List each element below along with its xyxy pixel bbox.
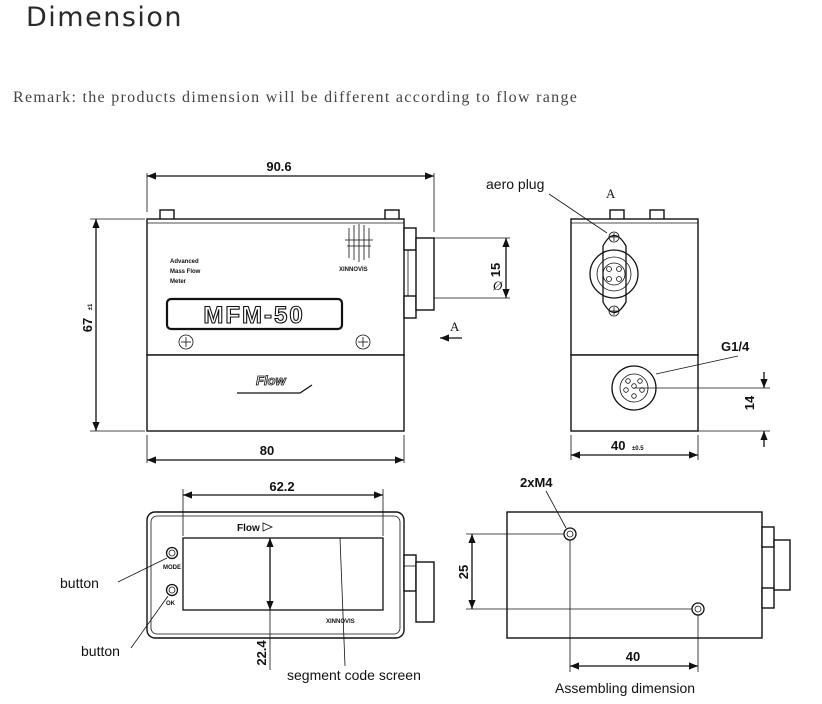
dim-front-top: 90.6 (266, 159, 291, 174)
dim-screen-width: 62.2 (269, 479, 294, 494)
thread-label: G1/4 (721, 339, 750, 354)
flow-label: Flow (256, 373, 286, 388)
mode-button[interactable] (165, 546, 179, 560)
side-lower-body (570, 354, 699, 432)
screw-right-icon (355, 334, 371, 350)
top-view: Flow MODE OK XINNOVIS 62.2 22.4 button b… (60, 479, 435, 683)
screw-left-icon (178, 334, 194, 350)
dim-diameter: 15 (488, 263, 503, 277)
flow-arrow-icon (237, 384, 313, 394)
remark-text: Remark: the products dimension will be d… (13, 89, 579, 106)
mode-label: MODE (163, 565, 181, 571)
assembly-body (506, 511, 763, 639)
dim-side-width-tol: ±0.5 (632, 446, 644, 452)
screen-label: segment code screen (287, 667, 421, 683)
brand-logo-icon (345, 224, 373, 262)
dim-front-height-tol: ±1 (88, 303, 94, 310)
front-upper-body (146, 218, 405, 356)
top-flow-label: Flow (237, 523, 260, 534)
ok-button[interactable] (165, 583, 179, 597)
top-body (146, 511, 405, 639)
brand-text: XINNOVIS (339, 267, 368, 273)
diameter-symbol-icon: Ø (492, 278, 503, 293)
dim-screen-height: 22.4 (254, 640, 269, 666)
aero-plug-icon (589, 231, 639, 317)
hole-label: 2xM4 (520, 475, 553, 490)
dim-front-bottom: 80 (260, 443, 274, 458)
aero-plug-label: aero plug (486, 176, 544, 192)
button-label-mode: button (60, 575, 99, 591)
side-view: A aero plug G1/4 (486, 176, 770, 460)
assembly-view: 2xM4 25 40 Assembling dimension (456, 475, 791, 696)
connector-body (415, 237, 435, 311)
ok-label: OK (166, 601, 176, 607)
product-text-line2: Mass Flow (170, 269, 201, 275)
front-lower-body (146, 354, 405, 432)
dim-assembly-vertical: 25 (456, 565, 471, 579)
top-brand-text: XINNOVIS (326, 619, 355, 625)
page-title: Dimension (26, 2, 184, 33)
product-text-line3: Meter (170, 279, 187, 285)
assembly-caption: Assembling dimension (555, 680, 695, 696)
front-view: Advanced Mass Flow Meter XINNOVIS MFM-50… (80, 159, 510, 464)
top-flow-arrow-icon (262, 522, 273, 532)
product-text-line1: Advanced (170, 259, 199, 265)
section-mark-side: A (606, 186, 616, 201)
model-name: MFM-50 (203, 302, 304, 329)
button-label-ok: button (81, 643, 120, 659)
model-plate (165, 297, 344, 331)
section-mark-front: A (450, 319, 460, 334)
dim-assembly-horizontal: 40 (626, 649, 640, 664)
dim-front-height: 67 (80, 318, 95, 332)
segment-screen (182, 537, 384, 611)
dim-port-height: 14 (742, 395, 757, 410)
dim-side-width: 40 (611, 438, 625, 453)
